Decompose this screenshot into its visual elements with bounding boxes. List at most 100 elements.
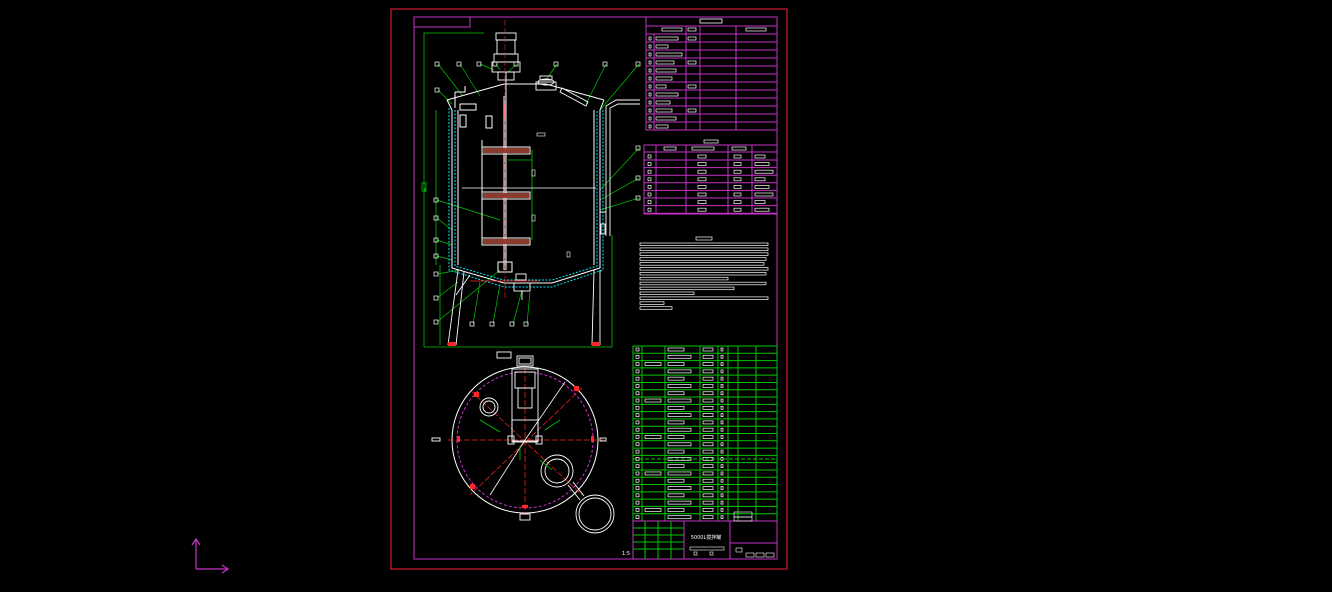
note-line (639, 301, 665, 305)
part-balloon (492, 61, 498, 67)
leader-lines (436, 63, 640, 325)
cell-text (697, 162, 707, 166)
cell-text (720, 398, 724, 403)
leader-line (472, 281, 481, 325)
row-number (635, 384, 640, 388)
cell-text (702, 362, 714, 366)
leader-line (436, 199, 501, 221)
cell-text (720, 362, 724, 366)
leader-line (436, 269, 461, 275)
note-line (639, 257, 767, 261)
note-line (639, 291, 695, 295)
part-balloon (434, 61, 440, 67)
cell-text (720, 369, 724, 374)
tank-plan-view (431, 351, 615, 534)
title-block: 5000L搅拌罐 (632, 511, 778, 560)
row-number (647, 192, 652, 197)
cell-text (644, 471, 662, 476)
header-text (691, 146, 715, 151)
cell-text (720, 515, 724, 520)
leader-line (599, 177, 640, 201)
header-text (661, 27, 683, 32)
cell-text (754, 162, 770, 166)
cell-text (702, 347, 714, 352)
cell-text (687, 60, 697, 65)
scale-label: 1:5 (622, 551, 630, 557)
part-balloon (456, 61, 462, 67)
leader-line (599, 63, 640, 111)
row-number (648, 84, 652, 89)
cell-text (667, 384, 692, 388)
note-line (639, 276, 729, 281)
dimension-lines (421, 32, 613, 348)
cell-text (644, 398, 662, 403)
cell-text (667, 347, 685, 352)
cell-text (702, 508, 714, 512)
drawing-frame (413, 16, 778, 560)
cell-text (655, 52, 683, 57)
leader-line (436, 281, 459, 299)
cell-text (733, 162, 742, 166)
cell-text (720, 376, 724, 381)
row-number (648, 60, 652, 65)
leader-line (459, 63, 481, 97)
cell-text (644, 362, 662, 366)
row-number (647, 169, 652, 174)
cell-text (720, 384, 724, 388)
cell-text (655, 92, 679, 97)
leader-line (599, 147, 640, 191)
leader-line (437, 63, 463, 96)
cell-text (733, 154, 742, 159)
row-number (635, 493, 640, 498)
cell-text (733, 200, 742, 204)
cell-text (667, 362, 685, 366)
part-balloon (433, 319, 439, 325)
row-number (635, 405, 640, 410)
row-number (635, 457, 640, 461)
leader-line (545, 63, 558, 81)
cell-text (667, 413, 692, 417)
note-line (639, 306, 673, 310)
cell-text (702, 449, 714, 454)
cell-text (733, 207, 742, 212)
cell-text (702, 413, 714, 417)
agitator-paddles-fill (483, 148, 529, 244)
cell-text (702, 500, 714, 505)
header-text (731, 146, 747, 151)
leader-line (437, 89, 453, 105)
note-line (639, 242, 769, 246)
cell-text (720, 493, 724, 498)
cell-text (667, 405, 685, 410)
note-line (639, 252, 769, 256)
cell-text (720, 427, 724, 432)
row-number (648, 44, 652, 49)
row-number (635, 391, 640, 396)
part-balloon (635, 195, 641, 201)
cell-text (687, 108, 697, 113)
part-balloon (509, 321, 515, 327)
part-balloon (635, 175, 641, 181)
row-number (635, 369, 640, 374)
insulation-jacket (448, 108, 604, 288)
cell-text (702, 486, 714, 490)
row-number (635, 435, 640, 439)
note-line (639, 267, 769, 271)
cell-text (702, 398, 714, 403)
agitator (462, 96, 596, 273)
part-balloon (434, 87, 440, 93)
cell-text (720, 354, 724, 359)
tank-front-elevation (421, 20, 641, 348)
cell-text (702, 391, 714, 396)
leader-line (495, 63, 501, 71)
cell-text (667, 435, 685, 439)
cell-text (667, 500, 692, 505)
header-text (687, 27, 697, 32)
cell-text (720, 500, 724, 505)
row-number (635, 376, 640, 381)
cell-text (667, 391, 685, 396)
part-balloon (553, 61, 559, 67)
cell-text (667, 486, 692, 490)
row-number (635, 427, 640, 432)
cell-text (702, 493, 714, 498)
